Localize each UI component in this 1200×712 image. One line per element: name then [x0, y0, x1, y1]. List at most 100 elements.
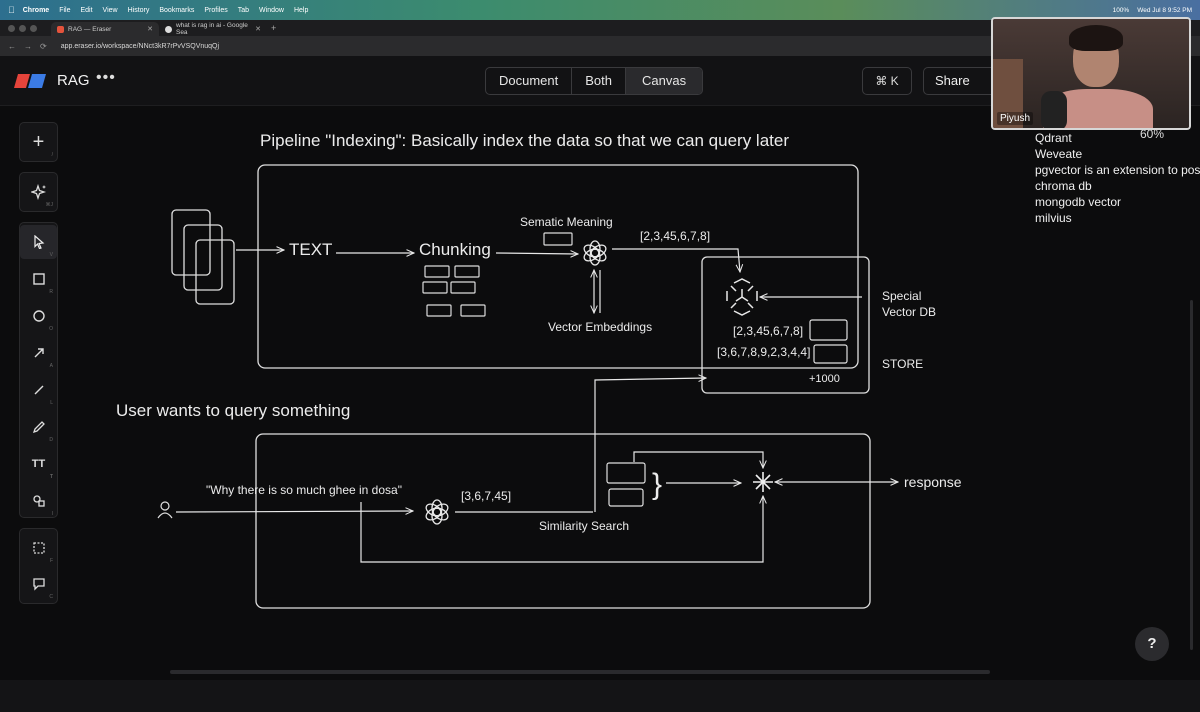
add-button[interactable]: + /	[20, 125, 57, 159]
note-line: Weveate	[1035, 147, 1083, 161]
microphone-icon	[1041, 91, 1067, 128]
menu-app-name[interactable]: Chrome	[16, 6, 49, 14]
chunking-to-model-arrow[interactable]	[495, 253, 578, 254]
document-title[interactable]: RAG	[57, 72, 90, 89]
square-icon	[32, 273, 45, 285]
llm-spark-icon[interactable]	[753, 472, 773, 492]
menubar-clock[interactable]: Wed Jul 8 9:52 PM	[1137, 6, 1192, 14]
vector-db-icon[interactable]	[726, 278, 758, 316]
add-tool-group: + /	[19, 122, 58, 162]
query-vector-label[interactable]: [3,6,7,45]	[461, 489, 511, 503]
note-line: mongodb vector	[1035, 195, 1122, 209]
vertical-scrollbar[interactable]	[1190, 300, 1193, 650]
question-to-llm-arrow[interactable]	[360, 496, 763, 563]
db-count-label[interactable]: +1000	[809, 373, 840, 385]
db-row-1-box[interactable]	[809, 319, 848, 341]
view-canvas-button[interactable]: Canvas	[626, 68, 703, 94]
select-tool-button[interactable]: V	[20, 225, 57, 259]
share-button[interactable]: Share	[923, 67, 998, 95]
similarity-search-label[interactable]: Similarity Search	[539, 519, 629, 533]
command-palette-button[interactable]: ⌘ K	[862, 67, 912, 95]
top-to-llm-arrow[interactable]	[633, 451, 763, 468]
chunk-blocks[interactable]	[422, 265, 486, 317]
eraser-logo-icon[interactable]	[14, 74, 46, 88]
browser-tab-rag[interactable]: RAG — Eraser ✕	[51, 22, 159, 36]
vector-db-notes[interactable]: Qdrant Weveate pgvector is an extension …	[1035, 127, 1200, 226]
tab-title: what is rag in ai - Google Sea	[175, 22, 248, 36]
query-heading[interactable]: User wants to query something	[116, 401, 350, 420]
menu-bookmarks[interactable]: Bookmarks	[152, 6, 194, 14]
apple-icon[interactable]: 	[8, 5, 15, 15]
result-box-1[interactable]	[606, 462, 646, 484]
more-options-icon[interactable]: •••	[96, 69, 116, 86]
result-box-2[interactable]	[608, 488, 644, 507]
view-document-button[interactable]: Document	[486, 68, 573, 94]
chunking-label[interactable]: Chunking	[419, 240, 491, 259]
ai-button[interactable]: ⌘J	[20, 175, 57, 209]
user-question[interactable]: "Why there is so much ghee in dosa"	[206, 483, 402, 497]
vector-embeddings-label[interactable]: Vector Embeddings	[548, 320, 652, 334]
help-button[interactable]: ?	[1135, 627, 1169, 661]
indexing-frame[interactable]	[257, 164, 859, 369]
menu-edit[interactable]: Edit	[73, 6, 92, 14]
vector-array-label[interactable]: [2,3,45,6,7,8]	[640, 229, 710, 243]
zoom-level[interactable]: 60%	[1140, 127, 1165, 141]
db-row-2-box[interactable]	[813, 344, 848, 364]
url-field[interactable]: app.eraser.io/workspace/NNct3kR7rPvVSQVn…	[60, 42, 220, 50]
vector-db-box[interactable]	[701, 256, 870, 394]
arrow-tool-button[interactable]: A	[20, 336, 57, 370]
frame-tool-button[interactable]: F	[20, 531, 57, 565]
search-to-db-arrow[interactable]	[594, 378, 706, 512]
close-tab-icon[interactable]: ✕	[147, 26, 153, 33]
openai-logo-icon[interactable]	[424, 499, 450, 525]
browser-tab-google[interactable]: what is rag in ai - Google Sea ✕	[159, 22, 267, 36]
ellipse-tool-button[interactable]: O	[20, 299, 57, 333]
question-to-model-arrow[interactable]	[175, 511, 413, 512]
db-row-1[interactable]: [2,3,45,6,7,8]	[733, 324, 803, 338]
menu-view[interactable]: View	[95, 6, 118, 14]
indexing-heading[interactable]: Pipeline "Indexing": Basically index the…	[260, 131, 789, 150]
line-tool-button[interactable]: L	[20, 373, 57, 407]
menu-profiles[interactable]: Profiles	[197, 6, 227, 14]
maximize-window-icon[interactable]	[30, 24, 37, 32]
text-tool-button[interactable]: TT T	[20, 447, 57, 481]
documents-icon[interactable]	[171, 209, 235, 305]
pen-tool-button[interactable]: D	[20, 410, 57, 444]
reload-icon[interactable]: ⟳	[40, 41, 47, 51]
browser-tab-strip: RAG — Eraser ✕ what is rag in ai - Googl…	[0, 20, 1200, 36]
db-row-2[interactable]: [3,6,7,8,9,2,3,4,4]	[717, 345, 810, 359]
store-label[interactable]: STORE	[882, 357, 923, 371]
shapes-icon	[32, 495, 45, 507]
menu-window[interactable]: Window	[252, 6, 284, 14]
user-icon[interactable]	[157, 501, 173, 519]
forward-icon[interactable]: →	[24, 41, 32, 51]
shapes-tool-button[interactable]: I	[20, 484, 57, 518]
special-label[interactable]: Special	[882, 289, 921, 303]
horizontal-scrollbar[interactable]	[170, 670, 990, 674]
rectangle-tool-button[interactable]: R	[20, 262, 57, 296]
results-brace[interactable]: }	[652, 468, 662, 501]
response-label[interactable]: response	[904, 474, 962, 490]
minimize-window-icon[interactable]	[19, 24, 26, 32]
semantic-box[interactable]	[543, 232, 573, 246]
mac-menubar:  Chrome File Edit View History Bookmark…	[0, 0, 1200, 20]
comment-tool-button[interactable]: C	[20, 567, 57, 601]
window-controls	[8, 24, 37, 32]
drawing-tools-group: V R O A L D TT T I	[19, 222, 58, 518]
close-window-icon[interactable]	[8, 24, 15, 32]
text-label[interactable]: TEXT	[289, 240, 332, 259]
new-tab-icon[interactable]: +	[271, 23, 277, 33]
view-both-button[interactable]: Both	[572, 68, 626, 94]
openai-logo-icon[interactable]	[582, 240, 608, 266]
menu-history[interactable]: History	[120, 6, 150, 14]
vector-db-label[interactable]: Vector DB	[882, 305, 936, 319]
query-frame[interactable]	[255, 433, 871, 609]
vector-to-db-arrow[interactable]	[612, 248, 740, 272]
shortcut-label: R	[49, 289, 53, 295]
close-tab-icon[interactable]: ✕	[255, 26, 261, 33]
menu-help[interactable]: Help	[287, 6, 308, 14]
menu-file[interactable]: File	[52, 6, 70, 14]
semantic-meaning-label[interactable]: Sematic Meaning	[520, 215, 613, 229]
back-icon[interactable]: ←	[8, 41, 16, 51]
menu-tab[interactable]: Tab	[230, 6, 249, 14]
